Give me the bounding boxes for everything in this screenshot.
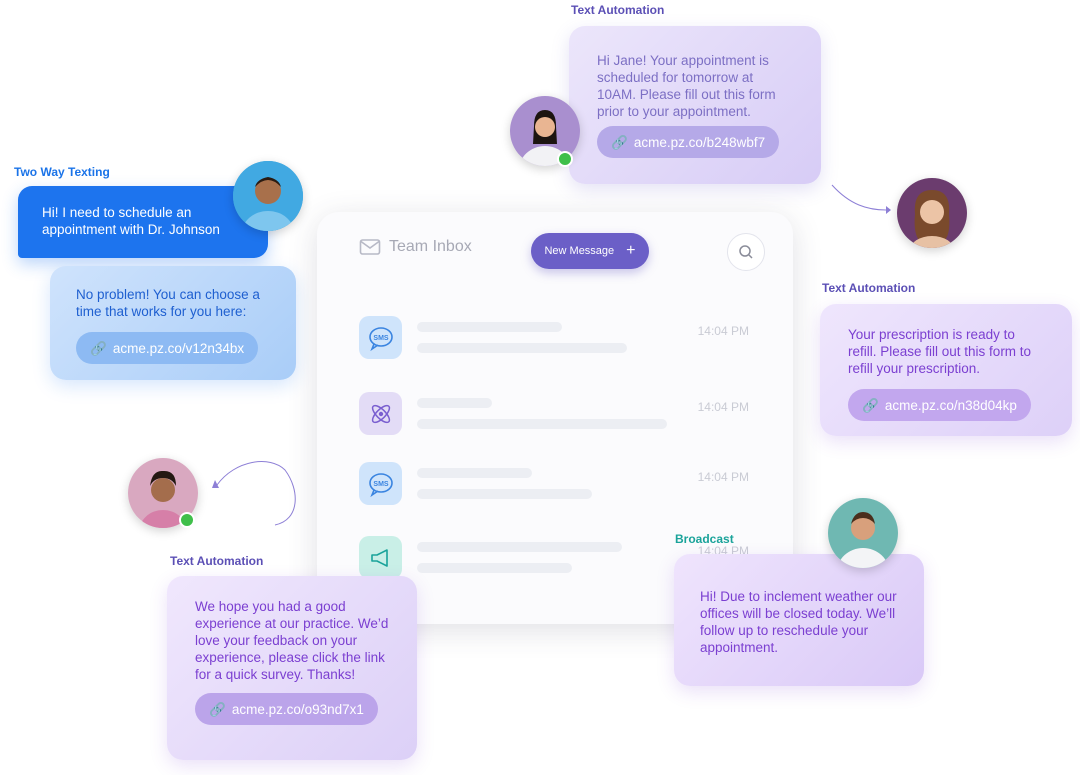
- prescription-refill-text: Your prescription is ready to refill. Pl…: [848, 327, 1032, 376]
- online-status-dot: [557, 151, 573, 167]
- appointment-reminder-text: Hi Jane! Your appointment is scheduled f…: [597, 53, 776, 119]
- incoming-message-text: Hi! I need to schedule an appointment wi…: [42, 205, 220, 237]
- two-way-texting-label: Two Way Texting: [14, 165, 110, 179]
- appointment-reminder-bubble: Hi Jane! Your appointment is scheduled f…: [569, 26, 821, 184]
- search-icon: [739, 245, 753, 259]
- list-item[interactable]: SMS 14:04 PM: [359, 460, 759, 510]
- appointment-form-link[interactable]: 🔗 acme.pz.co/b248wbf7: [597, 126, 780, 158]
- link-icon: 🔗: [611, 134, 628, 150]
- megaphone-icon: [359, 536, 402, 579]
- link-icon: 🔗: [90, 340, 107, 356]
- list-item[interactable]: SMS 14:04 PM: [359, 314, 759, 364]
- sms-icon: SMS: [359, 462, 402, 505]
- link-icon: 🔗: [862, 397, 879, 413]
- message-time: 14:04 PM: [697, 400, 749, 414]
- mail-icon: [359, 239, 381, 255]
- atom-icon: [359, 392, 402, 435]
- prescription-refill-bubble: Your prescription is ready to refill. Pl…: [820, 304, 1072, 436]
- inbox-title: Team Inbox: [389, 238, 472, 255]
- avatar: [233, 161, 303, 231]
- message-time: 14:04 PM: [697, 470, 749, 484]
- reply-message-text: No problem! You can choose a time that w…: [76, 287, 260, 319]
- feedback-survey-text: We hope you had a good experience at our…: [195, 599, 389, 682]
- reply-message-bubble: No problem! You can choose a time that w…: [50, 266, 296, 380]
- avatar: [897, 178, 967, 248]
- broadcast-message-bubble: Hi! Due to inclement weather our offices…: [674, 554, 924, 686]
- text-automation-label-bottom: Text Automation: [170, 554, 264, 568]
- feedback-survey-link[interactable]: 🔗 acme.pz.co/o93nd7x1: [195, 693, 378, 725]
- link-icon: 🔗: [209, 701, 226, 717]
- list-item[interactable]: 14:04 PM: [359, 390, 759, 440]
- svg-text:SMS: SMS: [373, 481, 389, 488]
- text-automation-label-right: Text Automation: [822, 281, 916, 295]
- reply-link[interactable]: 🔗 acme.pz.co/v12n34bx: [76, 332, 259, 364]
- sms-icon: SMS: [359, 316, 402, 359]
- broadcast-label: Broadcast: [675, 532, 734, 546]
- plus-icon: +: [626, 242, 636, 259]
- new-message-button[interactable]: New Message +: [531, 233, 649, 269]
- svg-text:SMS: SMS: [373, 335, 389, 342]
- new-message-label: New Message: [544, 245, 615, 257]
- inbox-header: Team Inbox: [359, 238, 472, 256]
- search-button[interactable]: [727, 233, 765, 271]
- feedback-survey-bubble: We hope you had a good experience at our…: [167, 576, 417, 760]
- incoming-message-bubble: Hi! I need to schedule an appointment wi…: [18, 186, 268, 258]
- prescription-refill-link[interactable]: 🔗 acme.pz.co/n38d04kp: [848, 389, 1031, 421]
- team-inbox-card: Team Inbox New Message + SMS 14:04 PM: [317, 212, 793, 624]
- broadcast-message-text: Hi! Due to inclement weather our offices…: [700, 589, 897, 655]
- avatar: [828, 498, 898, 568]
- message-time: 14:04 PM: [697, 324, 749, 338]
- text-automation-label-top: Text Automation: [571, 3, 665, 17]
- online-status-dot: [179, 512, 195, 528]
